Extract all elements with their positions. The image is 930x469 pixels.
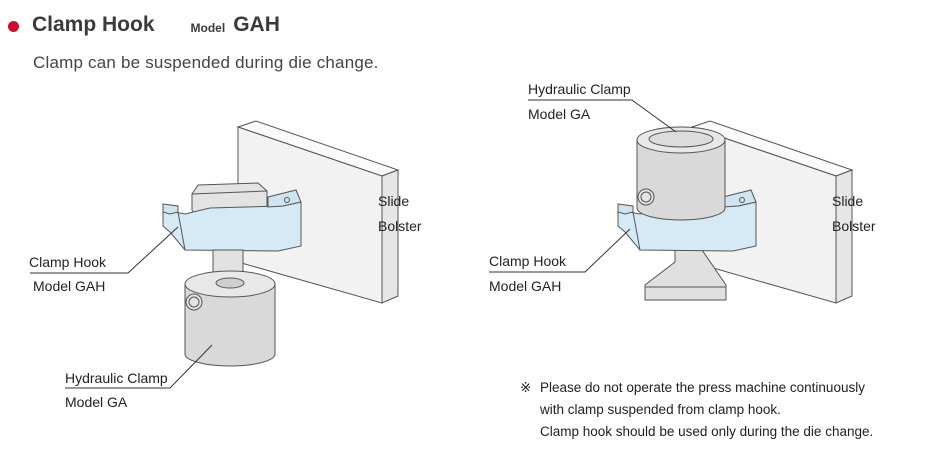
note-line-3: Clamp hook should be used only during th… <box>540 424 874 439</box>
left-hydraulic-clamp-model: Model GA <box>65 394 128 410</box>
model-label: Model <box>190 21 226 35</box>
left-figure <box>162 120 400 367</box>
reference-mark-icon: ※ <box>520 380 532 395</box>
note-line-1: Please do not operate the press machine … <box>540 380 865 395</box>
note-line-2: with clamp suspended from clamp hook. <box>540 402 781 417</box>
right-clamp-cylinder <box>636 139 726 221</box>
left-bolster-label: Bolster <box>378 218 422 234</box>
bullet-icon <box>8 20 19 32</box>
left-clamp-hook-label: Clamp Hook <box>29 254 107 270</box>
subtitle: Clamp can be suspended during die change… <box>33 53 379 72</box>
right-slide-label: Slide <box>832 193 864 209</box>
right-figure <box>617 120 854 304</box>
model-code: GAH <box>233 13 280 36</box>
section-header: Clamp Hook Model GAH <box>8 10 280 40</box>
right-clamp-hook-model: Model GAH <box>489 278 562 294</box>
left-wall-side <box>381 169 399 304</box>
left-slide-label: Slide <box>378 193 410 209</box>
page-title: Clamp Hook <box>32 13 155 36</box>
right-wall-side <box>835 169 853 304</box>
left-clamp-hook-model: Model GAH <box>33 278 106 294</box>
left-hook <box>162 201 302 252</box>
right-bolster-label: Bolster <box>832 218 876 234</box>
left-hydraulic-clamp-label: Hydraulic Clamp <box>65 370 168 386</box>
right-hydraulic-clamp-label: Hydraulic Clamp <box>528 81 631 97</box>
left-clamp-cylinder <box>184 283 276 367</box>
right-hydraulic-clamp-model: Model GA <box>528 106 591 122</box>
right-clamp-hook-label: Clamp Hook <box>489 253 567 269</box>
caution-note: ※ Please do not operate the press machine… <box>520 377 873 443</box>
